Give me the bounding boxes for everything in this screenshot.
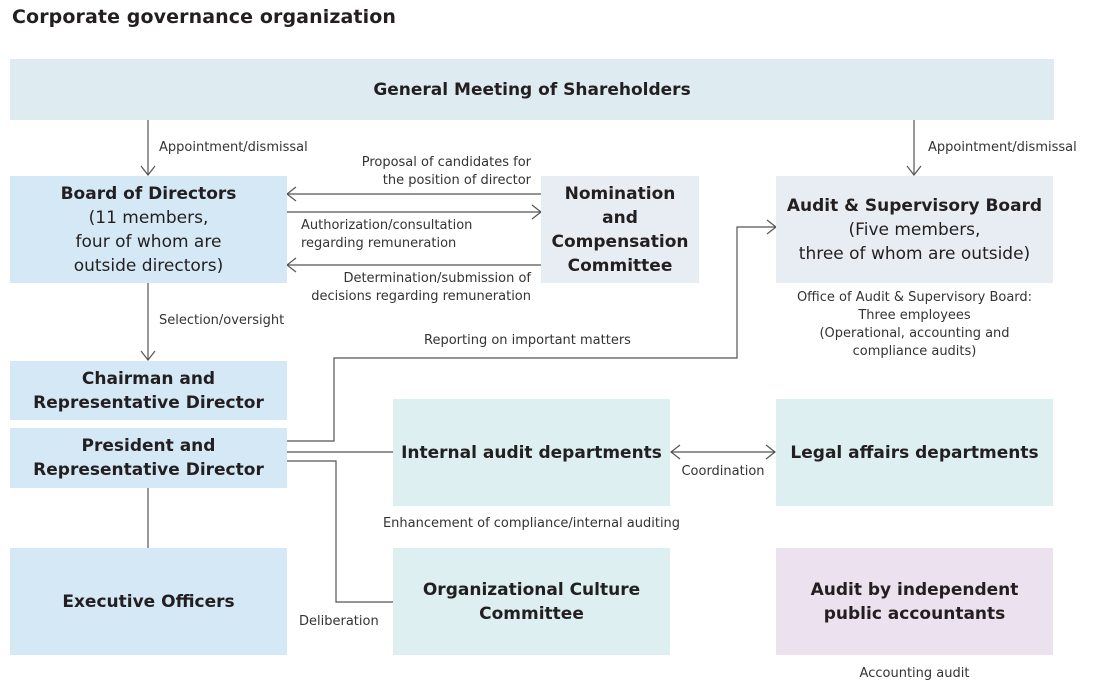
- board-detail-3: outside directors): [73, 255, 224, 276]
- board-title: Board of Directors: [60, 183, 237, 204]
- determination-line-2: decisions regarding remuneration: [311, 289, 531, 304]
- board-of-directors-box: Board of Directors (11 members, four of …: [10, 176, 287, 283]
- legal-affairs-box: Legal affairs departments: [776, 399, 1053, 506]
- nomination-line-3: Compensation: [551, 231, 689, 252]
- proposal-line-1: Proposal of candidates for: [361, 155, 531, 170]
- president-box: President and Representative Director: [10, 428, 287, 488]
- audit-board-title: Audit & Supervisory Board: [786, 195, 1043, 216]
- appointment-label-right: Appointment/dismissal: [928, 140, 1077, 155]
- independent-line-2: public accountants: [823, 603, 1006, 624]
- chairman-line-2: Representative Director: [33, 392, 264, 413]
- determination-line-1: Determination/submission of: [343, 271, 531, 286]
- independent-accountants-box: Audit by independent public accountants: [776, 548, 1053, 655]
- office-line-1: Office of Audit & Supervisory Board:: [796, 290, 1033, 305]
- culture-line-2: Committee: [479, 603, 584, 624]
- culture-line-1: Organizational Culture: [422, 579, 641, 600]
- independent-line-1: Audit by independent: [810, 579, 1019, 600]
- chairman-line-1: Chairman and: [81, 368, 216, 389]
- audit-supervisory-board-box: Audit & Supervisory Board (Five members,…: [776, 176, 1053, 283]
- executive-officers-label: Executive Officers: [62, 591, 235, 612]
- authorization-label: Authorization/consultation regarding rem…: [301, 217, 472, 253]
- authorization-line-1: Authorization/consultation: [301, 218, 473, 233]
- authorization-line-2: regarding remuneration: [301, 236, 457, 251]
- nomination-line-2: and: [602, 207, 638, 228]
- shareholders-label: General Meeting of Shareholders: [373, 79, 691, 100]
- coordination-label: Coordination: [681, 464, 765, 479]
- proposal-label: Proposal of candidates for the position …: [330, 154, 531, 190]
- shareholders-box: General Meeting of Shareholders: [10, 59, 1054, 120]
- deliberation-label: Deliberation: [299, 614, 379, 629]
- proposal-line-2: the position of director: [382, 173, 531, 188]
- legal-affairs-label: Legal affairs departments: [790, 442, 1039, 463]
- board-detail-1: (11 members,: [88, 207, 209, 228]
- board-detail-2: four of whom are: [75, 231, 222, 252]
- culture-committee-box: Organizational Culture Committee: [393, 548, 670, 655]
- president-line-1: President and: [81, 436, 216, 456]
- office-line-4: compliance audits): [852, 344, 977, 359]
- page-title: Corporate governance organization: [12, 6, 396, 28]
- nomination-committee-box: Nomination and Compensation Committee: [541, 176, 699, 283]
- accounting-audit-label: Accounting audit: [859, 666, 970, 681]
- internal-audit-box: Internal audit departments: [393, 399, 670, 506]
- audit-board-detail-1: (Five members,: [848, 219, 981, 240]
- internal-audit-label: Internal audit departments: [401, 442, 662, 463]
- selection-label: Selection/oversight: [159, 313, 285, 328]
- determination-label: Determination/submission of decisions re…: [290, 270, 531, 306]
- enhancement-label: Enhancement of compliance/internal audit…: [382, 516, 681, 531]
- office-line-2: Three employees: [858, 308, 971, 323]
- chairman-box: Chairman and Representative Director: [10, 361, 287, 420]
- executive-officers-box: Executive Officers: [10, 548, 287, 655]
- office-line-3: (Operational, accounting and: [819, 326, 1010, 341]
- appointment-label-left: Appointment/dismissal: [159, 140, 308, 155]
- audit-board-detail-2: three of whom are outside): [798, 243, 1031, 264]
- nomination-line-1: Nomination: [564, 183, 676, 204]
- reporting-label: Reporting on important matters: [424, 333, 631, 348]
- president-line-2: Representative Director: [33, 460, 264, 480]
- office-audit-board-label: Office of Audit & Supervisory Board: Thr…: [776, 289, 1053, 361]
- nomination-line-4: Committee: [567, 255, 673, 276]
